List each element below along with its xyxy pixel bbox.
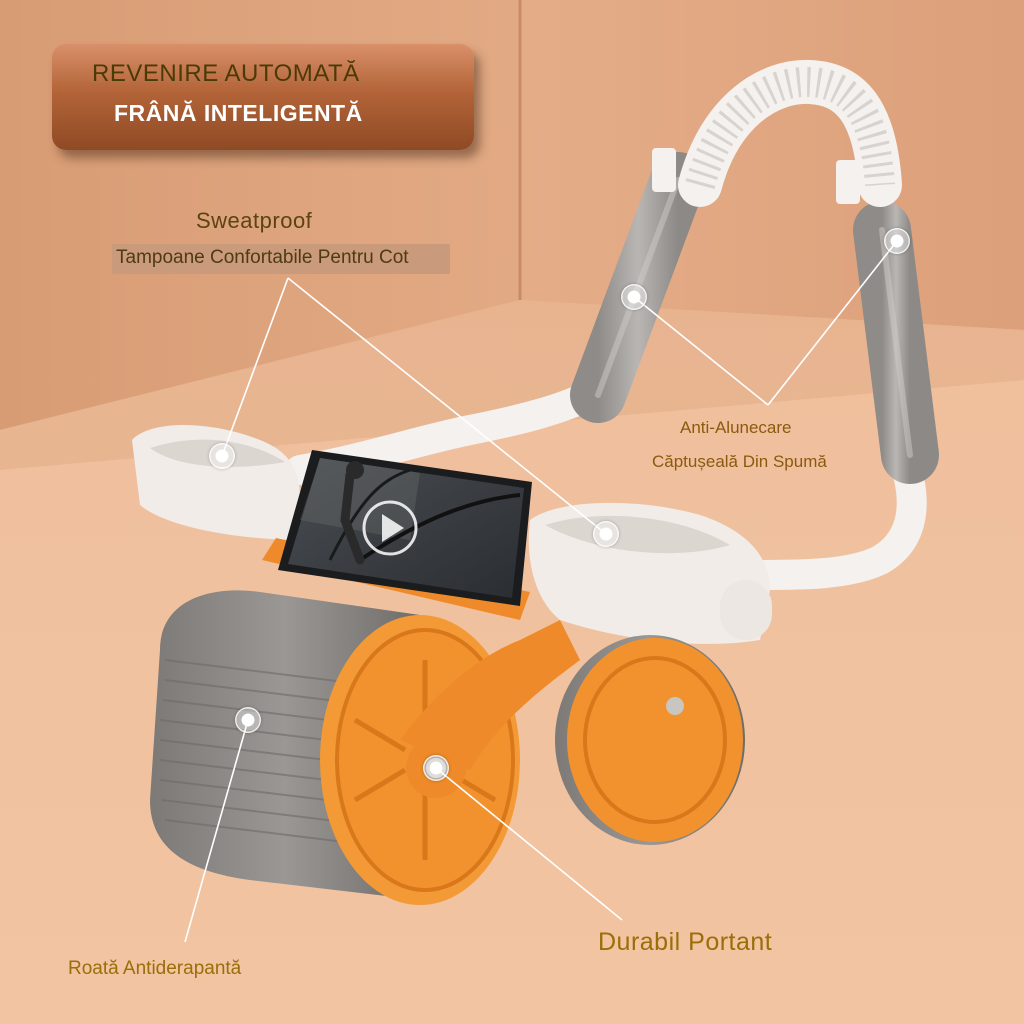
callout-elbow-pill [112, 244, 450, 274]
callout-anti-slip: Anti-Alunecare [680, 418, 792, 437]
foam-grip-right [853, 201, 939, 484]
callout-sweatproof: Sweatproof [196, 208, 313, 233]
callout-foam-padding: Căptușeală Din Spumă [652, 452, 827, 471]
play-icon [362, 500, 418, 556]
callout-lines [184, 240, 898, 943]
callout-dot-icon [621, 284, 647, 310]
elbow-pad-right [528, 502, 772, 644]
wheel-right [555, 635, 745, 845]
callout-dot-icon [593, 521, 619, 547]
headline-badge [52, 44, 474, 150]
callout-durable: Durabil Portant [598, 928, 773, 956]
callout-dot-icon [423, 755, 449, 781]
phone-mockup [278, 450, 532, 606]
badge-line-auto-return: REVENIRE AUTOMATĂ [92, 60, 360, 87]
callout-dot-icon [884, 228, 910, 254]
badge-line-smart-brake: FRÂNĂ INTELIGENTĂ [114, 100, 363, 126]
callout-dot-icon [209, 443, 235, 469]
callout-dot-icon [235, 707, 261, 733]
callout-wheel: Roată Antiderapantă [68, 958, 242, 979]
callout-elbow-pads: Tampoane Confortabile Pentru Cot [116, 247, 409, 268]
